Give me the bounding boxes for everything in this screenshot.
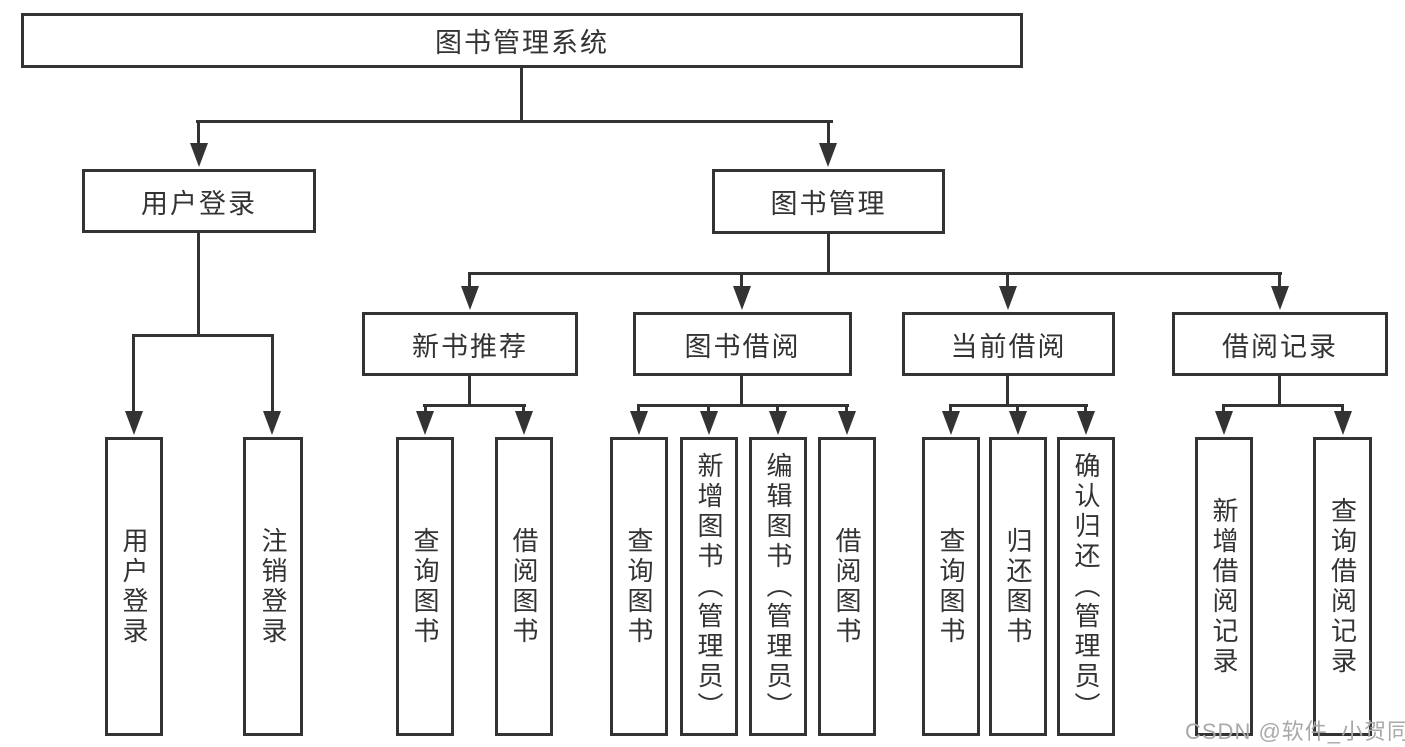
connector-line [468, 272, 1282, 275]
leaf-query-books-recommend: 查询图书 [396, 437, 454, 736]
connector-line [1006, 376, 1009, 407]
node-book-borrowing: 图书借阅 [633, 312, 852, 376]
connector-line [423, 404, 526, 407]
arrowhead-icon [263, 411, 281, 435]
arrowhead-icon [733, 286, 751, 310]
arrowhead-icon [819, 143, 837, 167]
node-new-book-recommend: 新书推荐 [362, 312, 578, 376]
connector-line [827, 120, 830, 146]
leaf-borrow-books-recommend: 借阅图书 [495, 437, 553, 736]
arrowhead-icon [1271, 286, 1289, 310]
leaf-borrow-books-borrowing: 借阅图书 [818, 437, 876, 736]
connector-line [1278, 272, 1281, 288]
leaf-logout: 注销登录 [243, 437, 303, 736]
connector-line [1084, 404, 1087, 415]
connector-line [197, 120, 200, 146]
node-borrowing-records: 借阅记录 [1172, 312, 1388, 376]
arrowhead-icon [125, 411, 143, 435]
arrowhead-icon [190, 143, 208, 167]
connector-line [522, 404, 525, 415]
leaf-edit-book-admin: 编辑图书（管理员） [749, 437, 807, 736]
connector-line [1278, 376, 1281, 407]
connector-line [271, 334, 274, 414]
leaf-query-books-current: 查询图书 [922, 437, 980, 736]
arrowhead-icon [1215, 411, 1233, 435]
arrowhead-icon [942, 411, 960, 435]
arrowhead-icon [515, 411, 533, 435]
arrowhead-icon [1009, 411, 1027, 435]
connector-line [845, 404, 848, 415]
arrowhead-icon [769, 411, 787, 435]
connector-line [197, 233, 200, 337]
connector-line [776, 404, 779, 415]
connector-line [1341, 404, 1344, 415]
connector-line [949, 404, 952, 415]
leaf-return-books: 归还图书 [989, 437, 1047, 736]
node-book-management: 图书管理 [712, 169, 945, 234]
connector-line [1222, 404, 1344, 407]
connector-line [827, 234, 830, 274]
leaf-add-borrow-record: 新增借阅记录 [1195, 437, 1253, 736]
connector-line [707, 404, 710, 415]
leaf-query-borrow-record: 查询借阅记录 [1313, 437, 1372, 736]
connector-line [132, 334, 135, 414]
connector-line [1222, 404, 1225, 415]
connector-line [1006, 272, 1009, 288]
csdn-watermark: CSDN @软件_小贺同学 [1185, 719, 1405, 744]
connector-line [468, 272, 471, 288]
node-user-login: 用户登录 [82, 169, 316, 233]
arrowhead-icon [416, 411, 434, 435]
leaf-add-book-admin: 新增图书（管理员） [680, 437, 738, 736]
connector-line [637, 404, 640, 415]
leaf-confirm-return-admin: 确认归还（管理员） [1057, 437, 1115, 736]
node-current-borrowing: 当前借阅 [902, 312, 1115, 376]
connector-line [424, 404, 427, 415]
leaf-query-books-borrowing: 查询图书 [610, 437, 668, 736]
leaf-user-login: 用户登录 [105, 437, 163, 736]
arrowhead-icon [1334, 411, 1352, 435]
arrowhead-icon [1077, 411, 1095, 435]
arrowhead-icon [461, 286, 479, 310]
connector-line [1016, 404, 1019, 415]
arrowhead-icon [630, 411, 648, 435]
connector-line [637, 404, 849, 407]
connector-line [132, 334, 274, 337]
arrowhead-icon [838, 411, 856, 435]
connector-line [468, 376, 471, 407]
connector-line [740, 272, 743, 288]
arrowhead-icon [999, 286, 1017, 310]
connector-line [740, 376, 743, 407]
node-library-system: 图书管理系统 [21, 13, 1023, 68]
connector-line [520, 68, 523, 122]
connector-line [196, 120, 833, 123]
arrowhead-icon [700, 411, 718, 435]
